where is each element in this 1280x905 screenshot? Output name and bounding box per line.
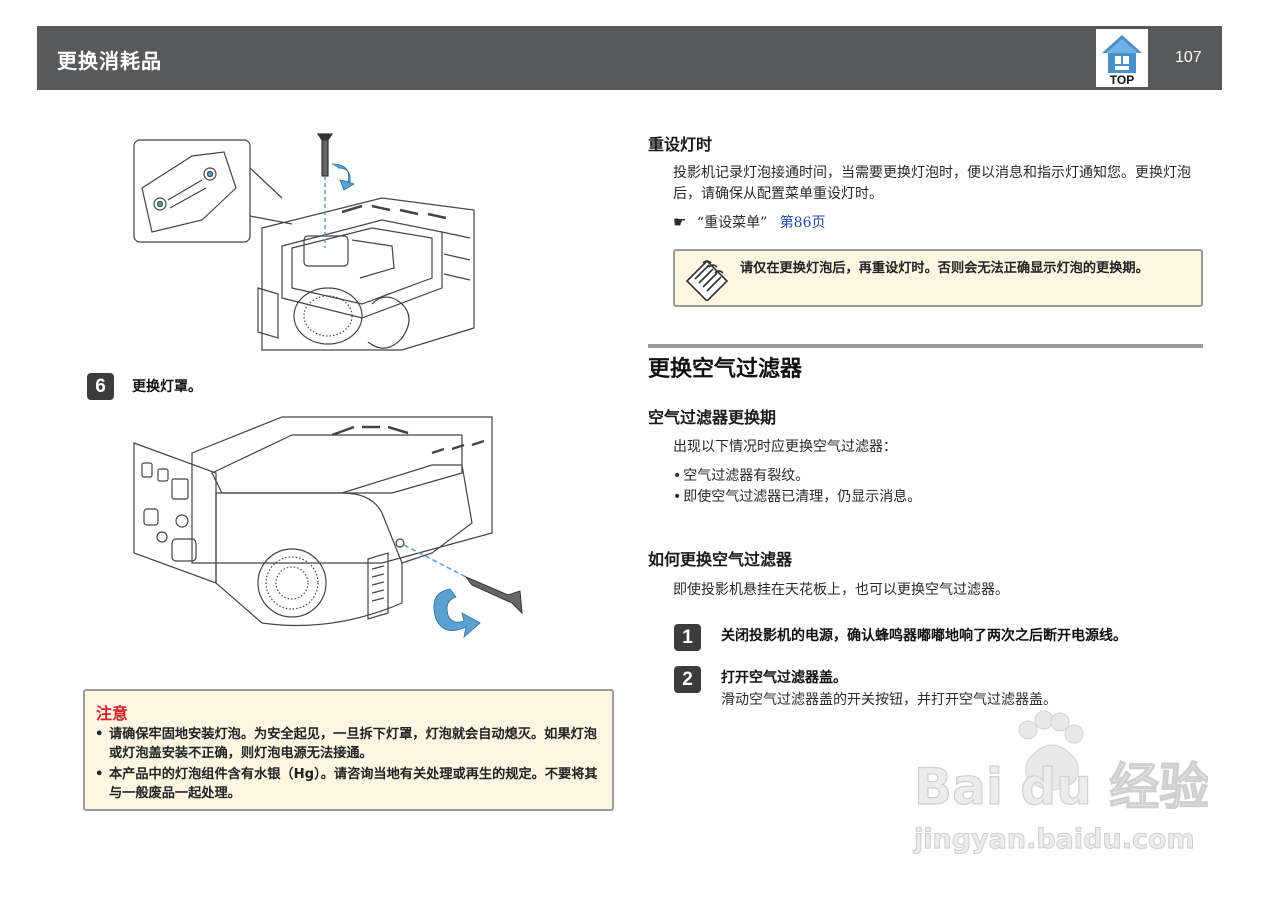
list-item: •空气过滤器有裂纹。: [673, 468, 810, 484]
page-86-link[interactable]: 第86页: [779, 215, 826, 231]
caution-item: 请确保牢固地安装灯泡。为安全起见，一旦拆下灯罩，灯泡就会自动熄灭。如果灯泡或灯泡…: [95, 725, 605, 763]
caution-item: 本产品中的灯泡组件含有水银（Hg）。请咨询当地有关处理或再生的规定。不要将其与一…: [95, 765, 605, 803]
reset-lamp-heading: 重设灯时: [648, 135, 713, 154]
baidu-watermark: Bai du 经验 jingyan.baidu.com: [908, 708, 1210, 858]
watermark-url: jingyan.baidu.com: [913, 824, 1195, 855]
filter-period-list: •空气过滤器有裂纹。 •即使空气过滤器已清理，仍显示消息。: [673, 466, 921, 508]
list-item: •即使空气过滤器已清理，仍显示消息。: [673, 489, 922, 505]
section-divider: [648, 344, 1203, 348]
watermark-brand: Bai du 经验: [914, 758, 1208, 816]
step-2-badge: 2: [674, 666, 701, 693]
filter-period-intro: 出现以下情况时应更换空气过滤器：: [673, 439, 897, 455]
step-6-text: 更换灯罩。: [132, 379, 202, 395]
page-header: 更换消耗品 TOP 107: [37, 26, 1222, 90]
filter-howto-intro: 即使投影机悬挂在天花板上，也可以更换空气过滤器。: [673, 582, 1009, 598]
page-title: 更换消耗品: [57, 49, 162, 73]
step-1-text: 关闭投影机的电源，确认蜂鸣器嘟嘟地响了两次之后断开电源线。: [721, 628, 1127, 644]
reference-text: “重设菜单”: [696, 215, 768, 231]
lamp-cover-illustration: [132, 413, 526, 649]
filter-period-heading: 空气过滤器更换期: [648, 408, 777, 427]
step-6-badge: 6: [87, 373, 114, 400]
caution-list: 请确保牢固地安装灯泡。为安全起见，一旦拆下灯罩，灯泡就会自动熄灭。如果灯泡或灯泡…: [95, 725, 605, 805]
note-text: 请仅在更换灯泡后，再重设灯时。否则会无法正确显示灯泡的更换期。: [740, 261, 1149, 276]
lamp-screw-illustration: [132, 128, 480, 354]
step-1-badge: 1: [674, 624, 701, 651]
reset-menu-reference: ☛ “重设菜单” 第86页: [673, 212, 826, 234]
reset-lamp-body: 投影机记录灯泡接通时间，当需要更换灯泡时，便以消息和指示灯通知您。更换灯泡后，请…: [673, 165, 1191, 202]
notepad-icon: [685, 259, 729, 301]
filter-section-title: 更换空气过滤器: [648, 357, 803, 382]
caution-box: 注意 请确保牢固地安装灯泡。为安全起见，一旦拆下灯罩，灯泡就会自动熄灭。如果灯泡…: [83, 689, 614, 811]
svg-text:TOP: TOP: [1110, 73, 1134, 87]
filter-howto-heading: 如何更换空气过滤器: [648, 550, 793, 569]
pointing-hand-icon: ☛: [673, 213, 687, 231]
caution-title: 注意: [96, 704, 129, 723]
step-2-text: 打开空气过滤器盖。: [721, 670, 847, 686]
top-button[interactable]: TOP: [1096, 29, 1148, 87]
page-number: 107: [1175, 49, 1202, 66]
top-house-icon: TOP: [1096, 29, 1148, 87]
note-box: 请仅在更换灯泡后，再重设灯时。否则会无法正确显示灯泡的更换期。: [673, 249, 1203, 307]
step-2-subtext: 滑动空气过滤器盖的开关按钮，并打开空气过滤器盖。: [721, 692, 1057, 708]
